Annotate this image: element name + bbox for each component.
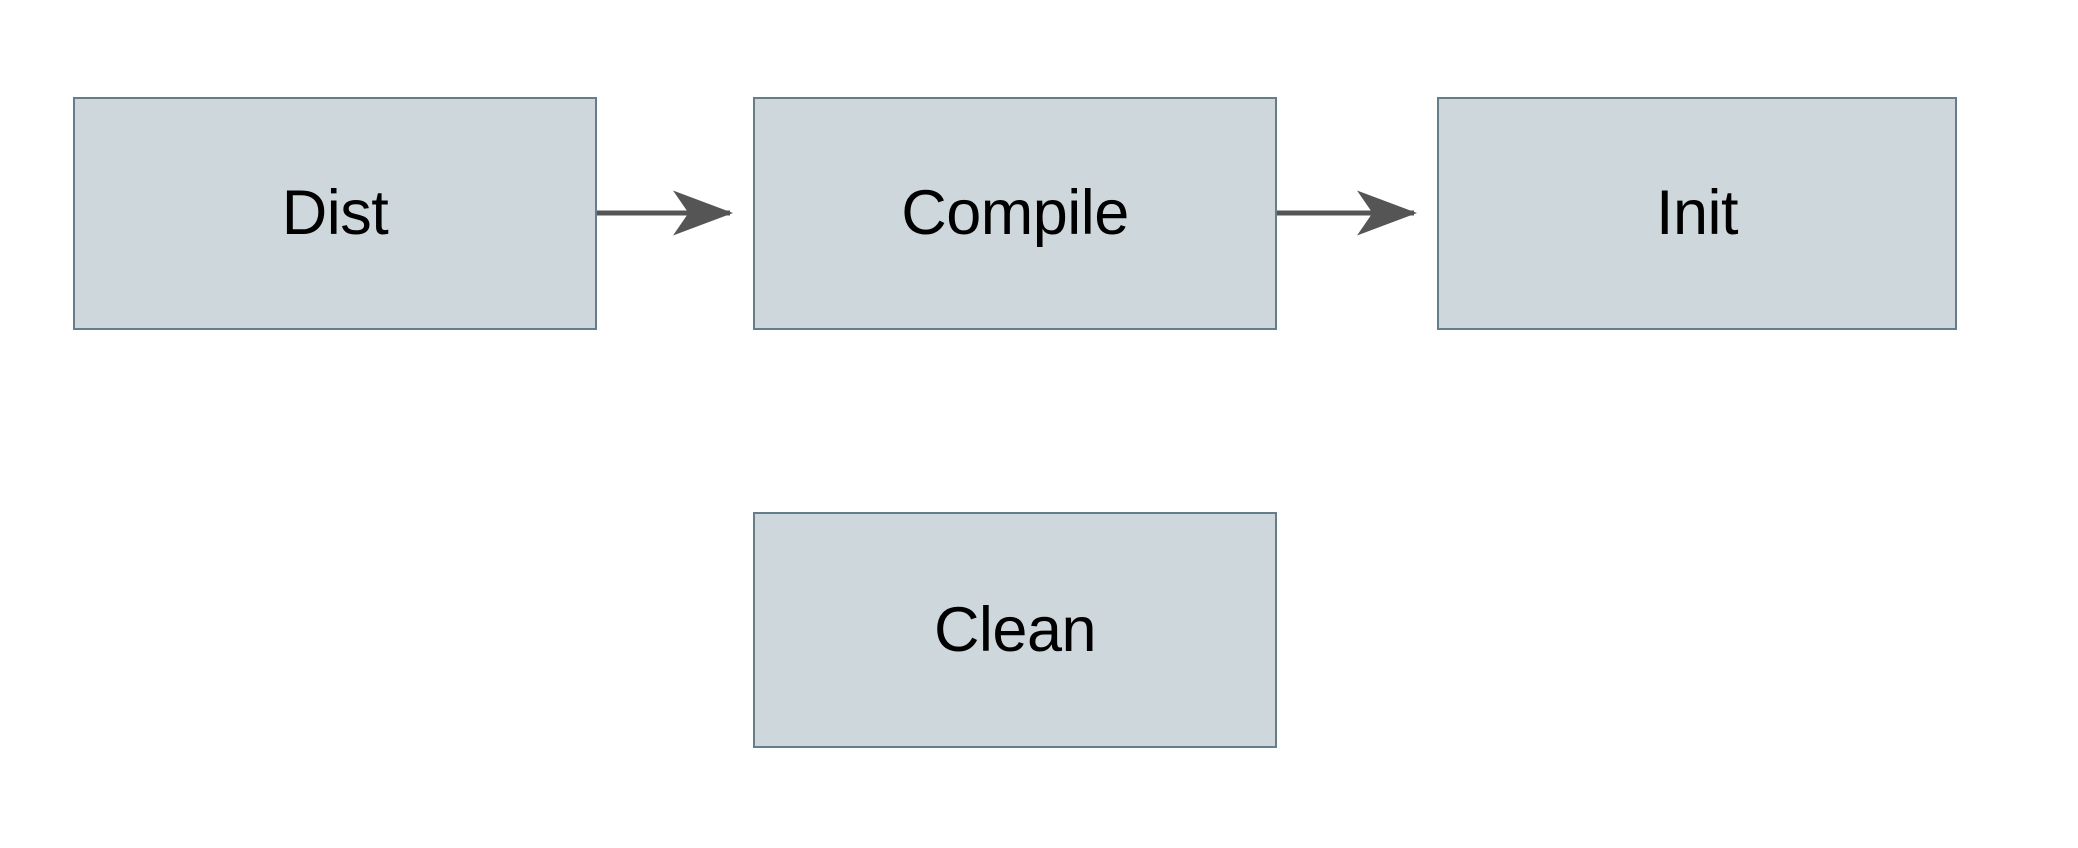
- node-clean-label: Clean: [933, 594, 1097, 665]
- node-compile[interactable]: Compile: [753, 97, 1277, 330]
- node-dist-label: Dist: [281, 178, 389, 248]
- node-dist[interactable]: Dist: [73, 97, 597, 330]
- node-clean[interactable]: Clean: [753, 512, 1277, 748]
- node-init[interactable]: Init: [1437, 97, 1957, 330]
- node-init-label: Init: [1655, 178, 1739, 248]
- node-compile-label: Compile: [901, 178, 1129, 248]
